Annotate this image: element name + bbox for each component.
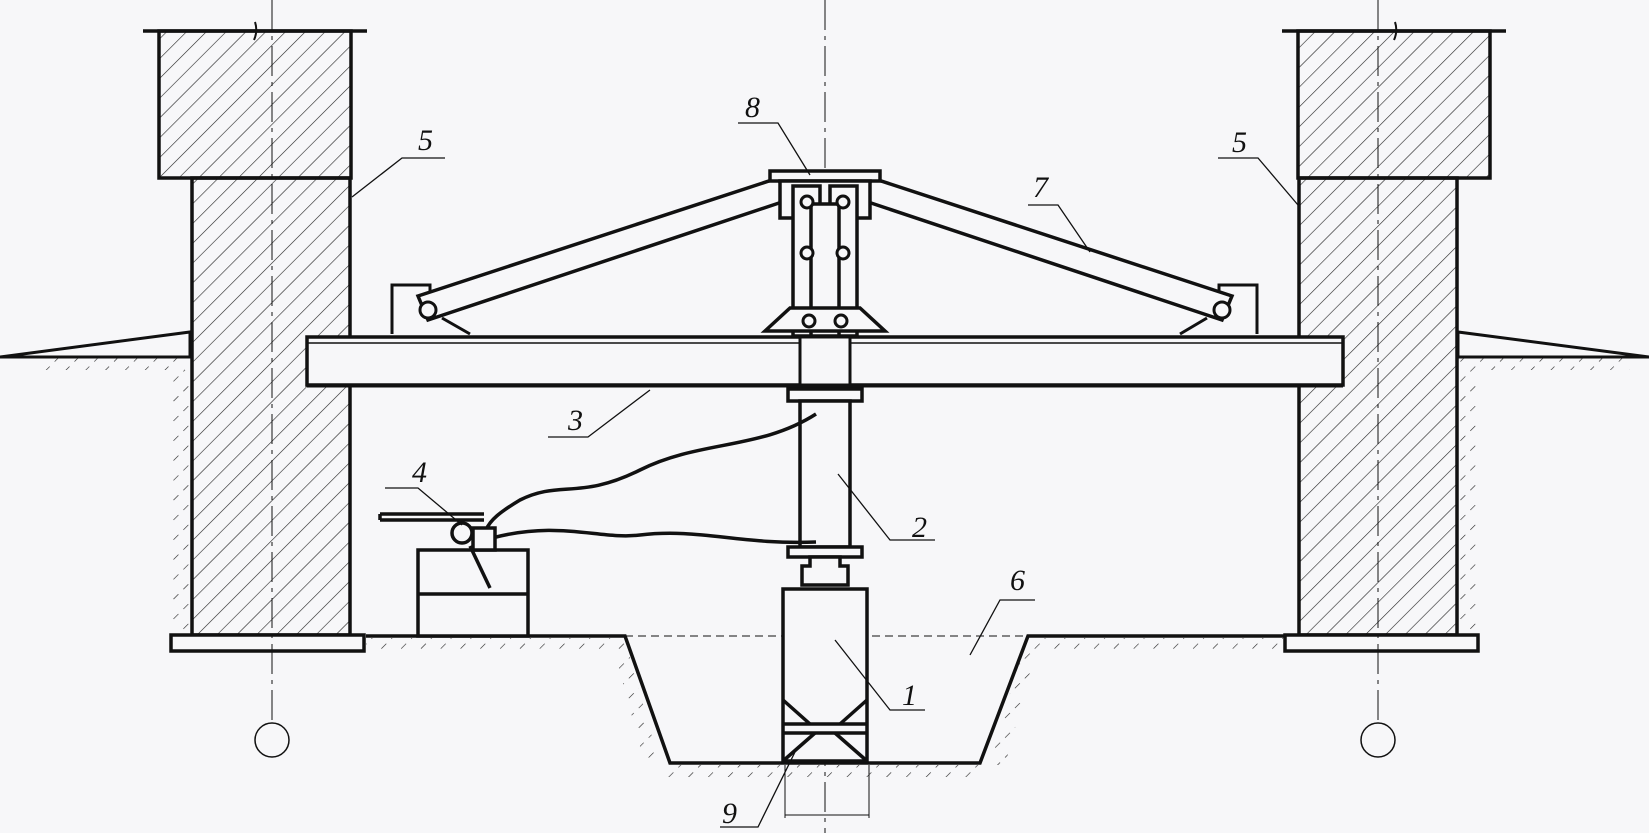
label-5-left: 5 <box>418 124 433 157</box>
label-3: 3 <box>567 404 583 437</box>
left-column <box>143 29 367 653</box>
label-6: 6 <box>1010 564 1025 597</box>
label-9: 9 <box>722 797 737 830</box>
left-axis-line <box>253 0 290 758</box>
base-dimension <box>784 765 870 818</box>
label-5-right: 5 <box>1232 126 1247 159</box>
hydraulic-jack <box>786 387 864 587</box>
label-4: 4 <box>412 456 427 489</box>
hand-pump <box>378 512 530 638</box>
right-axis-line <box>1360 0 1398 758</box>
main-beam <box>305 335 1345 388</box>
label-7: 7 <box>1033 171 1050 204</box>
support-post <box>781 587 869 763</box>
ground-surface <box>0 330 1649 630</box>
label-1: 1 <box>902 679 917 712</box>
hydraulic-hoses <box>484 412 817 545</box>
label-2: 2 <box>912 511 927 544</box>
label-8: 8 <box>745 91 760 124</box>
leader-lines <box>351 122 1299 828</box>
top-hinge-assembly <box>760 169 890 338</box>
